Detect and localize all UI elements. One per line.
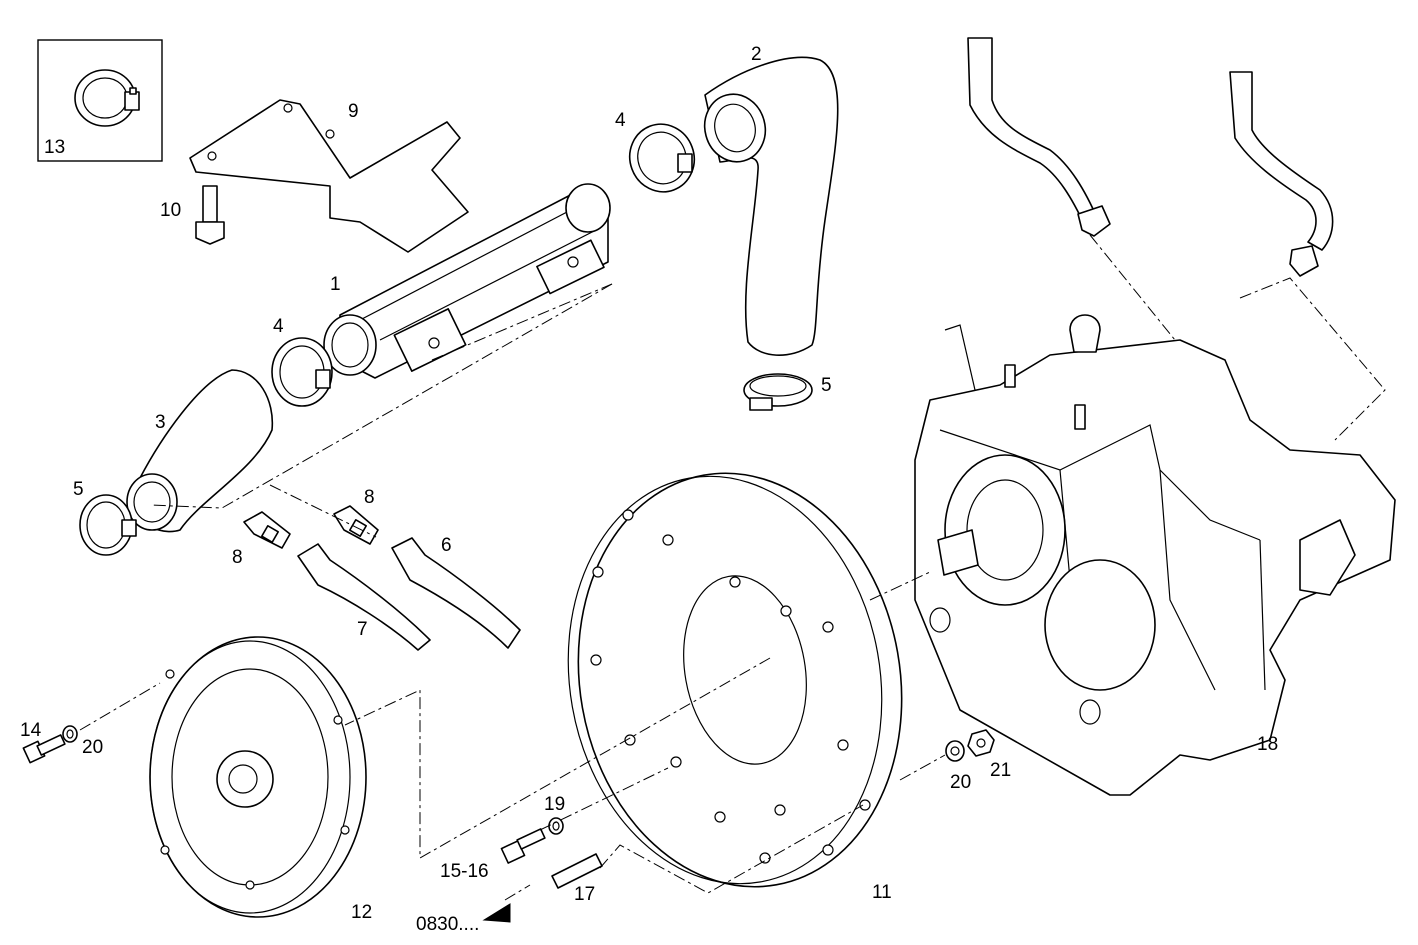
bracket-part: [189, 99, 469, 253]
cooler-tube-part: [323, 183, 611, 379]
gearbox-part: [914, 314, 1396, 796]
reference-arrow: [482, 903, 511, 923]
label-part-5-left: 5: [73, 479, 84, 500]
label-part-7: 7: [357, 619, 368, 640]
label-part-4-upper: 4: [615, 110, 626, 131]
label-part-19: 19: [544, 794, 565, 815]
label-part-8-right: 8: [364, 487, 375, 508]
label-part-1: 1: [330, 274, 341, 295]
label-part-15-16: 15-16: [440, 861, 489, 882]
washer-20-right-part: [945, 740, 965, 762]
label-reference-code: 0830....: [416, 914, 479, 935]
detail-box-clamp: [37, 39, 163, 162]
flywheel-plate-part: [567, 472, 903, 888]
fitting-8-right-part: [333, 505, 379, 545]
bolt-15-16-part: [500, 828, 546, 864]
bolt-14-part: [22, 734, 66, 764]
hose-6-part: [391, 537, 521, 649]
clamp-lower-part: [271, 337, 333, 407]
hose-reducer-part: [126, 369, 274, 533]
label-part-20-right: 20: [950, 772, 971, 793]
label-part-4-lower: 4: [273, 316, 284, 337]
washer-19-part: [548, 817, 564, 835]
nut-21-part: [967, 729, 995, 757]
leader-lines: [79, 234, 1386, 901]
label-part-11: 11: [872, 882, 892, 903]
label-part-5-right: 5: [821, 375, 832, 396]
label-part-8-left: 8: [232, 547, 243, 568]
label-part-14: 14: [20, 720, 42, 741]
label-part-10: 10: [160, 200, 181, 221]
label-part-17: 17: [574, 884, 595, 905]
coupling-disc-part: [149, 636, 367, 918]
label-part-9: 9: [348, 101, 359, 122]
label-part-20-left: 20: [82, 737, 103, 758]
stud-17-part: [551, 853, 603, 889]
label-part-13: 13: [44, 137, 65, 158]
label-part-18: 18: [1257, 734, 1278, 755]
label-part-12: 12: [351, 902, 372, 923]
clamp-5-right-part: [743, 373, 813, 411]
oil-pipe-left-part: [967, 37, 1111, 237]
fitting-8-left-part: [243, 511, 291, 549]
clamp-upper-part: [628, 123, 696, 193]
label-part-6: 6: [441, 535, 452, 556]
clamp-5-left-part: [79, 494, 137, 556]
label-part-21: 21: [990, 760, 1011, 781]
oil-pipe-right-part: [1229, 71, 1334, 277]
hose-7-part: [297, 543, 431, 651]
label-part-3: 3: [155, 412, 166, 433]
label-part-2: 2: [751, 44, 762, 65]
washer-20-left-part: [62, 725, 78, 743]
hose-elbow-part: [703, 56, 839, 356]
bolt-part: [195, 185, 225, 245]
